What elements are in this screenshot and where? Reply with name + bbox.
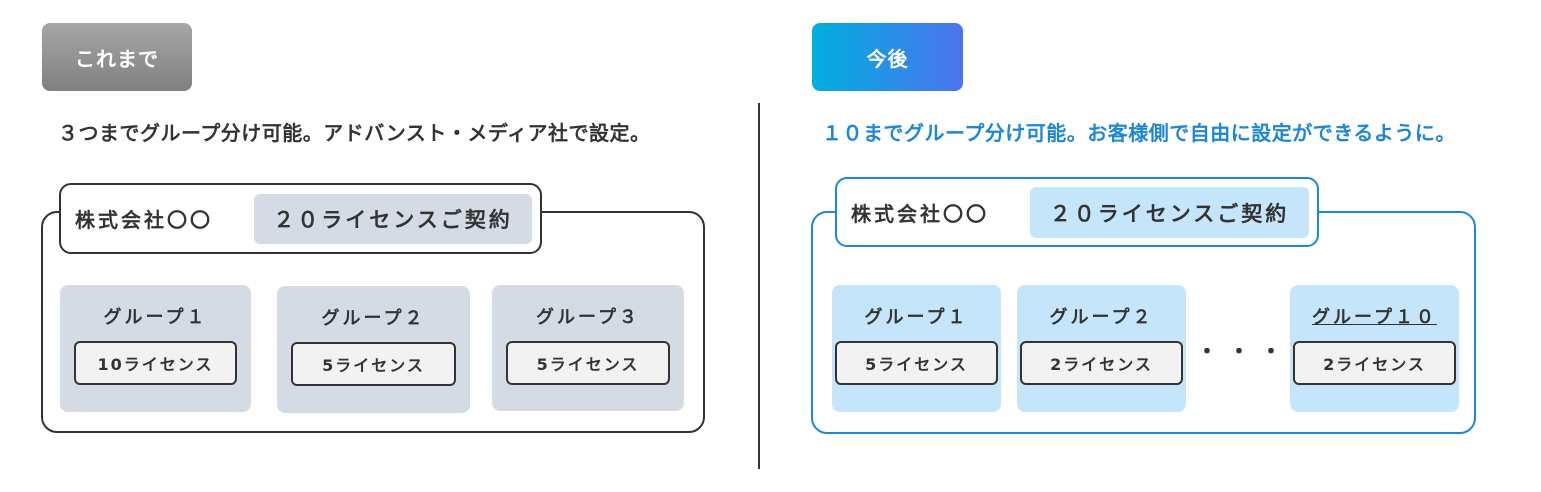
- center-divider: [758, 103, 760, 469]
- before-caption: ３つまでグループ分け可能。アドバンスト・メディア社で設定。: [58, 121, 651, 145]
- after-group-10: グループ１０ 2ライセンス: [1290, 285, 1459, 412]
- license-count: 2ライセンス: [1293, 341, 1456, 385]
- before-group-1: グループ１ 10ライセンス: [60, 285, 251, 412]
- group-title: グループ３: [536, 307, 640, 328]
- after-group-2: グループ２ 2ライセンス: [1017, 285, 1186, 412]
- group-title: グループ１０: [1312, 307, 1437, 328]
- license-count: 5ライセンス: [506, 341, 670, 385]
- more-groups-ellipsis: ・・・: [1196, 340, 1293, 365]
- license-count: 2ライセンス: [1020, 341, 1183, 385]
- before-company-name: 株式会社〇〇: [75, 208, 213, 232]
- group-title: グループ２: [1049, 307, 1154, 328]
- license-count: 5ライセンス: [291, 342, 456, 386]
- group-title: グループ２: [321, 308, 426, 329]
- before-group-3: グループ３ 5ライセンス: [492, 285, 684, 411]
- license-count: 5ライセンス: [835, 341, 998, 385]
- before-group-2: グループ２ 5ライセンス: [277, 286, 470, 413]
- after-badge: 今後: [812, 23, 963, 91]
- after-caption: １０までグループ分け可能。お客様側で自由に設定ができるように。: [822, 121, 1456, 145]
- before-badge: これまで: [42, 23, 192, 91]
- after-company-name: 株式会社〇〇: [851, 202, 989, 226]
- group-title: グループ１: [864, 307, 969, 328]
- after-group-1: グループ１ 5ライセンス: [832, 285, 1001, 412]
- license-count: 10ライセンス: [74, 341, 237, 385]
- before-contract-label: ２０ライセンスご契約: [254, 194, 532, 244]
- group-title: グループ１: [103, 307, 208, 328]
- after-contract-label: ２０ライセンスご契約: [1030, 187, 1309, 238]
